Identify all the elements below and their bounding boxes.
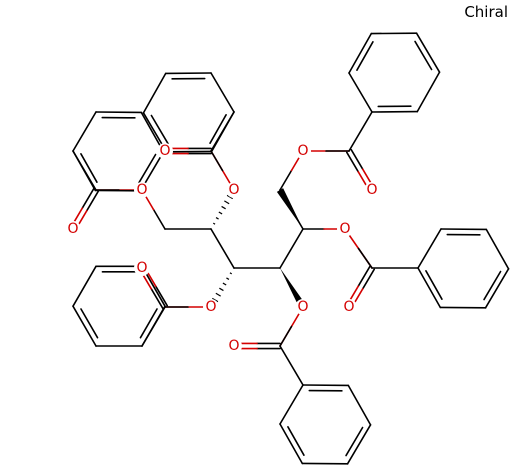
benzoate-4-carbonyl [357, 265, 371, 287]
benzoate-5-phenyl-ring-bond [72, 265, 97, 307]
hashed-bond [212, 189, 237, 225]
benzoate-6-aryl-bond [279, 345, 304, 386]
ester-oxygen-4-mask [295, 299, 311, 315]
benzoate-3-phenyl-ring-bond [348, 72, 373, 113]
benzoate-1-carbonyl-oxygen: O [67, 221, 78, 237]
benzoate-5-carbonyl [154, 285, 169, 307]
benzoate-2-phenyl-ring-bond [142, 72, 167, 114]
benzoate-5-phenyl-ring-bond [141, 305, 166, 347]
hashed-bond-hash [229, 272, 233, 275]
benzoate-5-carbonyl-oxygen-mask [134, 260, 150, 276]
benzoate-3-phenyl-ring-bond [348, 32, 373, 74]
hashed-bond-hash [226, 194, 233, 200]
benzoate-2-phenyl-ring-bond [210, 72, 235, 113]
benzoate-5-phenyl-ring-double-bond [139, 308, 158, 339]
benzoate-6-phenyl-ring-bond [279, 423, 304, 465]
benzoate-2-phenyl-ring-double-bond [209, 114, 227, 144]
benzoate-4-phenyl-ring-bond [484, 268, 510, 309]
hashed-bond-hash [215, 217, 219, 220]
benzoate-6-phenyl-ring-double-bond [287, 426, 305, 456]
benzoate-4-carbonyl-oxygen: O [343, 299, 354, 315]
benzoate-4-carbonyl-oxygen-mask [341, 299, 357, 315]
ester-oxygen-1-mask [134, 182, 150, 198]
backbone-bond [210, 228, 235, 269]
ester-oxygen-2-mask [226, 182, 242, 198]
benzoate-5-carbonyl-oxygen: O [136, 260, 147, 276]
ester-oxygen-3-mask [203, 299, 219, 315]
chiral-label: Chiral [464, 3, 508, 21]
benzoate-3-phenyl-ring-bond [416, 71, 441, 113]
benzoate-4-phenyl-ring-double-bond [483, 270, 502, 301]
benzoate-1-phenyl-ring-double-bond [80, 153, 98, 183]
benzoate-4-phenyl-ring-bond [417, 267, 442, 309]
atom-labels: O O O O O O O O O O O O [65, 143, 380, 354]
benzoate-1-carbonyl-oxygen-mask [65, 221, 81, 237]
c-o-bond [279, 169, 293, 191]
benzoate-4-carbonyl [361, 268, 376, 290]
ester-oxygen-1: O [136, 182, 147, 198]
benzoate-1-phenyl-ring-bond [72, 150, 97, 192]
benzoate-6-ester-bond [279, 325, 293, 347]
benzoate-2-carbonyl-oxygen: O [159, 143, 170, 159]
benzoate-3-aryl-bond [348, 111, 373, 152]
benzoate-5-carbonyl [150, 288, 164, 310]
benzoate-1-phenyl-ring-bond [72, 111, 97, 152]
hashed-bond-hash [218, 211, 223, 215]
c-o-bond [152, 208, 166, 230]
benzoate-3-carbonyl [350, 148, 364, 170]
benzoate-6-carbonyl-oxygen: O [228, 338, 239, 354]
benzoate-2-carbonyl-oxygen-mask [157, 143, 173, 159]
benzoate-1-carbonyl [85, 190, 100, 212]
benzoate-6-phenyl-ring-double-bond [345, 426, 364, 457]
ester-oxygen-3: O [205, 299, 216, 315]
benzoate-3-carbonyl-oxygen-mask [364, 182, 380, 198]
stereo-bonds [208, 188, 307, 309]
benzoate-6-phenyl-ring-bond [347, 384, 372, 426]
benzoate-3-carbonyl-oxygen: O [366, 182, 377, 198]
benzoate-1-phenyl-ring-double-bond [138, 153, 157, 184]
ester-oxygen-6-mask [295, 143, 311, 159]
ester-oxygen-5: O [339, 221, 350, 237]
hashed-bond-hash [222, 282, 227, 286]
benzoate-3-carbonyl [345, 151, 360, 173]
benzoate-3-phenyl-ring-bond [415, 32, 441, 73]
benzoate-2-phenyl-ring-bond [210, 111, 235, 153]
hashed-bond-hash [221, 205, 226, 210]
benzoate-6-carbonyl-oxygen-mask [226, 338, 242, 354]
hashed-bond-hash [215, 292, 221, 297]
benzoate-6-phenyl-ring-bond [279, 384, 304, 425]
benzoate-2-ester-bond [210, 150, 224, 172]
benzoate-4-ester-bond [357, 247, 373, 269]
wedge-bond [280, 268, 307, 309]
hashed-bond-hash [212, 222, 216, 225]
benzoate-3-phenyl-ring-double-bond [356, 41, 374, 71]
benzoate-2-phenyl-ring-double-bond [150, 114, 169, 145]
wedge-bond [276, 188, 303, 229]
bond-layer [69, 32, 510, 465]
backbone-bond [279, 228, 304, 269]
ester-oxygen-5-mask [337, 221, 353, 237]
ester-oxygen-6: O [297, 143, 308, 159]
benzoate-6-phenyl-ring-bond [346, 424, 372, 465]
benzoate-5-phenyl-ring-bond [72, 305, 97, 347]
ester-oxygen-4: O [297, 299, 308, 315]
benzoate-4-phenyl-ring-double-bond [425, 270, 443, 300]
hashed-bond-hash [226, 277, 230, 280]
hashed-bond-hash [212, 297, 219, 303]
ester-oxygen-2: O [228, 182, 239, 198]
benzoate-3-phenyl-ring-double-bond [414, 40, 433, 71]
hashed-bond-hash [224, 200, 230, 205]
benzoate-5-phenyl-ring-double-bond [80, 308, 99, 339]
benzoate-4-phenyl-ring-bond [485, 228, 510, 270]
hashed-bond-hash [219, 287, 224, 292]
benzoate-1-carbonyl [81, 187, 95, 209]
benzoate-4-phenyl-ring-bond [417, 228, 442, 269]
